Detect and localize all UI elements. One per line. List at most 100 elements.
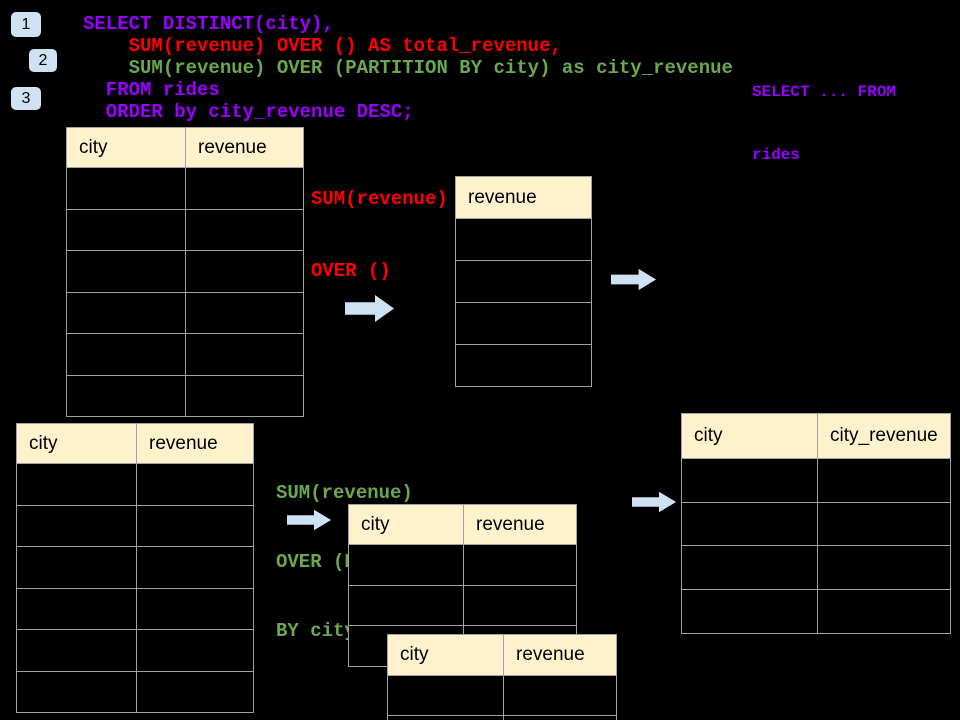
table-row — [455, 260, 592, 303]
empty-cell — [136, 629, 254, 672]
table-row — [66, 208, 304, 251]
table-row — [681, 501, 951, 547]
sql-line-city-revenue: SUM(revenue) OVER (PARTITION BY city) as… — [83, 57, 733, 79]
column-header-revenue: revenue — [503, 634, 617, 676]
sql-line-select: SELECT DISTINCT(city), — [83, 13, 334, 35]
annotation-line: SUM(revenue) — [311, 188, 448, 210]
source-table-bottom: city revenue — [16, 423, 254, 713]
empty-cell — [16, 504, 137, 547]
source-table-top: city revenue — [66, 127, 304, 417]
arrow-right-icon — [611, 268, 657, 291]
empty-cell — [817, 458, 951, 503]
empty-cell — [185, 374, 304, 417]
empty-cell — [185, 208, 304, 251]
table-row — [681, 458, 951, 503]
table-header-row: revenue — [455, 176, 592, 219]
table-row — [455, 344, 592, 387]
empty-cell — [66, 333, 186, 376]
empty-cell — [463, 544, 577, 586]
empty-cell — [66, 208, 186, 251]
empty-cell — [455, 260, 592, 303]
table-row — [66, 333, 304, 376]
table-row — [455, 302, 592, 345]
select-from-rides-note: SELECT ... FROM rides — [752, 40, 896, 208]
empty-cell — [185, 250, 304, 293]
column-header-revenue: revenue — [185, 127, 304, 168]
empty-cell — [348, 584, 464, 626]
empty-cell — [681, 545, 818, 591]
city-revenue-result-table: city city_revenue — [681, 413, 951, 634]
table-row — [348, 544, 577, 586]
empty-cell — [185, 291, 304, 334]
arrow-right-icon — [287, 509, 332, 531]
table-row — [681, 545, 951, 591]
empty-cell — [503, 675, 617, 716]
annotation-sum-over-all: SUM(revenue) OVER () — [311, 139, 448, 331]
table-row — [387, 715, 617, 720]
table-row — [348, 584, 577, 626]
table-row — [16, 587, 254, 630]
empty-cell — [681, 501, 818, 547]
empty-cell — [681, 589, 818, 634]
note-line-select-from: SELECT ... FROM — [752, 83, 897, 101]
column-header-city: city — [348, 504, 464, 545]
empty-cell — [136, 546, 254, 589]
step-badge-1: 1 — [11, 12, 41, 37]
column-header-revenue: revenue — [463, 504, 577, 545]
column-header-city: city — [387, 634, 504, 676]
empty-cell — [387, 715, 504, 720]
empty-cell — [348, 544, 464, 586]
table-row — [66, 167, 304, 210]
empty-cell — [185, 167, 304, 210]
empty-cell — [16, 587, 137, 630]
column-header-city: city — [16, 423, 137, 464]
note-line-rides: rides — [752, 146, 801, 164]
empty-cell — [16, 670, 137, 713]
total-revenue-result-table: revenue — [455, 176, 592, 387]
empty-cell — [455, 218, 592, 261]
column-header-city-revenue: city_revenue — [817, 413, 951, 459]
sql-query-code: SELECT DISTINCT(city), SUM(revenue) OVER… — [83, 13, 733, 123]
table-row — [16, 629, 254, 672]
table-row — [16, 504, 254, 547]
column-header-revenue: revenue — [136, 423, 254, 464]
empty-cell — [681, 458, 818, 503]
step-badge-3: 3 — [11, 87, 41, 110]
empty-cell — [455, 302, 592, 345]
empty-cell — [817, 501, 951, 547]
sql-line-from: FROM rides — [83, 79, 220, 101]
table-row — [16, 463, 254, 506]
table-header-row: city revenue — [387, 634, 617, 676]
empty-cell — [66, 291, 186, 334]
partition-table-front: city revenue — [387, 634, 617, 720]
column-header-revenue: revenue — [455, 176, 592, 219]
table-row — [681, 589, 951, 634]
empty-cell — [16, 629, 137, 672]
sql-line-order-by: ORDER by city_revenue DESC; — [83, 101, 414, 123]
partition-table-back: city revenue — [348, 504, 577, 667]
empty-cell — [387, 675, 504, 716]
empty-cell — [136, 504, 254, 547]
empty-cell — [185, 333, 304, 376]
column-header-city: city — [66, 127, 186, 168]
empty-cell — [16, 463, 137, 506]
table-row — [66, 250, 304, 293]
empty-cell — [817, 545, 951, 591]
table-row — [16, 546, 254, 589]
empty-cell — [66, 167, 186, 210]
sql-line-total-revenue: SUM(revenue) OVER () AS total_revenue, — [83, 35, 562, 57]
empty-cell — [503, 715, 617, 720]
empty-cell — [66, 374, 186, 417]
table-row — [16, 670, 254, 713]
column-header-city: city — [681, 413, 818, 459]
arrow-right-icon — [345, 295, 394, 322]
empty-cell — [16, 546, 137, 589]
empty-cell — [817, 589, 951, 634]
empty-cell — [136, 587, 254, 630]
table-header-row: city revenue — [348, 504, 577, 545]
annotation-line: OVER () — [311, 260, 391, 282]
arrow-right-icon — [632, 491, 677, 513]
annotation-line: SUM(revenue) — [276, 482, 413, 504]
empty-cell — [463, 584, 577, 626]
